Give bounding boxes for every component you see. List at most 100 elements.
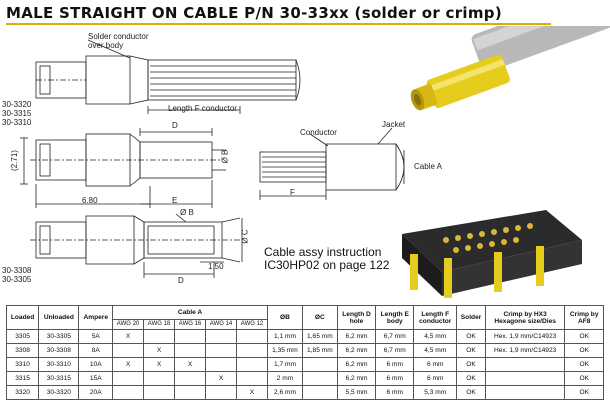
header-awg: AWG 14 (205, 319, 238, 330)
part-number: 30-3315 (2, 109, 32, 118)
cable-a-label: Cable A (414, 162, 443, 171)
cell-b: 1,1 mm (267, 329, 303, 344)
cell-awg (205, 357, 238, 372)
header-b: ØB (267, 305, 303, 330)
dim-b2-label: Ø B (180, 208, 194, 217)
cell-length-d: 6,2 mm (336, 357, 377, 372)
cell-c (301, 357, 338, 372)
cell-loaded: 3320 (5, 385, 40, 400)
cell-b: 1,7 mm (267, 357, 303, 372)
cell-awg: X (112, 357, 145, 372)
cell-awg (112, 385, 145, 400)
header-length-e: Length E body (375, 305, 415, 330)
cell-crimp-hx3 (484, 385, 566, 400)
connector-photo (402, 210, 582, 298)
dim-c-label: Ø C (240, 229, 250, 244)
header-unloaded: Unloaded (38, 305, 80, 330)
cell-loaded: 3308 (5, 343, 40, 358)
table-row: 3310 30-3310 10A X X X 1,7 mm 6,2 mm 6 m… (5, 357, 604, 372)
cell-crimp-hx3 (484, 357, 566, 372)
jacket-label: Jacket (382, 120, 406, 129)
part-number: 30-3305 (2, 275, 32, 284)
cell-awg (112, 343, 145, 358)
cell-awg (205, 343, 238, 358)
cell-length-f: 4,5 mm (413, 343, 458, 358)
header-loaded: Loaded (5, 305, 40, 330)
cable-stripped-drawing (259, 127, 405, 200)
cell-awg (143, 385, 176, 400)
pin-photo (410, 26, 610, 111)
dim-e-label: E (172, 196, 178, 205)
cell-length-e: 6 mm (375, 357, 415, 372)
cell-crimp-af8: OK (564, 371, 604, 386)
cell-loaded: 3315 (5, 371, 40, 386)
part-number: 30-3310 (2, 118, 32, 127)
header-crimp-hx3: Crimp by HX3 Hexagone size/Dies (484, 305, 566, 330)
cell-solder: OK (456, 371, 486, 386)
cell-ampere: 8A (78, 343, 114, 358)
pin-drawing-top (35, 39, 301, 114)
table-row: 3308 30-3308 8A X 1,35 mm 1,85 mm 6,2 mm… (5, 343, 604, 358)
header-length-d: Length D hole (336, 305, 377, 330)
cell-awg: X (174, 357, 207, 372)
cell-loaded: 3310 (5, 357, 40, 372)
header-awg: AWG 16 (174, 319, 207, 330)
header-awg: AWG 20 (112, 319, 145, 330)
cell-length-e: 6 mm (375, 385, 415, 400)
cell-crimp-hx3: Hex. 1,9 mm/C14923 (484, 343, 566, 358)
cell-b: 2 mm (267, 371, 303, 386)
cell-crimp-af8: OK (564, 385, 604, 400)
cell-unloaded: 30-3305 (38, 329, 80, 344)
cell-loaded: 3305 (5, 329, 40, 344)
solder-note: Solder conductor over body (88, 32, 149, 50)
cell-ampere: 15A (78, 371, 114, 386)
assembly-line-2: IC30HP02 on page 122 (264, 258, 390, 272)
cell-c (301, 385, 338, 400)
table-row: 3315 30-3315 15A X 2 mm 6,2 mm 6 mm 6 mm… (5, 371, 604, 386)
cell-awg (236, 357, 269, 372)
dim-d-label: D (172, 121, 178, 130)
header-crimp-af8: Crimp by AF8 (564, 305, 604, 330)
cell-length-f: 6 mm (413, 357, 458, 372)
dim-f-label: F (290, 188, 295, 197)
cell-length-f: 5,3 mm (413, 385, 458, 400)
cell-crimp-af8: OK (564, 343, 604, 358)
part-numbers-top: 30-3320 30-3315 30-3310 (2, 100, 31, 127)
dim-d2-label: D (178, 276, 184, 285)
cell-length-f: 4,5 mm (413, 329, 458, 344)
cell-awg (174, 385, 207, 400)
cell-awg (112, 371, 145, 386)
cell-unloaded: 30-3320 (38, 385, 80, 400)
assembly-line-1: Cable assy instruction (264, 245, 382, 259)
cell-length-d: 6,2 mm (336, 371, 377, 386)
pin-drawing-bottom (30, 213, 243, 278)
cell-solder: OK (456, 357, 486, 372)
cell-length-e: 6 mm (375, 371, 415, 386)
dim-271-label: (2.71) (9, 150, 19, 171)
cell-awg (174, 329, 207, 344)
cell-awg: X (143, 357, 176, 372)
cell-c (301, 371, 338, 386)
cell-unloaded: 30-3315 (38, 371, 80, 386)
table-header-row: Loaded Unloaded Ampere Cable A ØB ØC Len… (5, 305, 604, 330)
cell-c: 1,85 mm (301, 343, 338, 358)
header-ampere: Ampere (78, 305, 114, 330)
cell-c: 1,65 mm (301, 329, 338, 344)
specification-table: Loaded Unloaded Ampere Cable A ØB ØC Len… (5, 305, 604, 400)
dim-150-label: 1.50 (208, 262, 224, 271)
cell-awg (205, 329, 238, 344)
cell-unloaded: 30-3310 (38, 357, 80, 372)
cell-awg (236, 343, 269, 358)
header-length-f: Length F conductor (413, 305, 458, 330)
title-underline (6, 23, 551, 25)
cell-length-e: 6,7 mm (375, 329, 415, 344)
page-title: MALE STRAIGHT ON CABLE P/N 30-33xx (sold… (6, 4, 502, 22)
cell-crimp-af8: OK (564, 357, 604, 372)
header-solder: Solder (456, 305, 486, 330)
cell-awg (236, 329, 269, 344)
cell-unloaded: 30-3308 (38, 343, 80, 358)
header-awg: AWG 12 (236, 319, 269, 330)
cell-b: 1,35 mm (267, 343, 303, 358)
cell-length-e: 6,7 mm (375, 343, 415, 358)
